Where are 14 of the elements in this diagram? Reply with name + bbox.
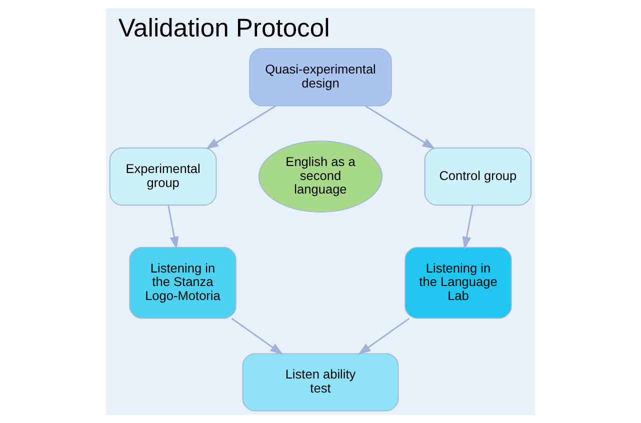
diagram-title: Validation Protocol <box>118 14 330 43</box>
arrow <box>364 105 436 150</box>
arrow <box>206 105 276 150</box>
node-ellipse: English as a second language <box>258 140 383 212</box>
node-box: Listening in the Stanza Logo-Motoria <box>129 246 236 319</box>
arrow <box>462 205 474 250</box>
node-box: Control group <box>424 148 532 206</box>
node-box: Listening in the Language Lab <box>404 246 512 319</box>
node-box: Experimental group <box>109 148 217 206</box>
arrow <box>231 318 284 355</box>
arrow <box>168 205 179 250</box>
arrow <box>358 318 410 355</box>
node-box: Quasi-experimental design <box>249 48 392 106</box>
node-box: Listen ability test <box>242 353 399 412</box>
